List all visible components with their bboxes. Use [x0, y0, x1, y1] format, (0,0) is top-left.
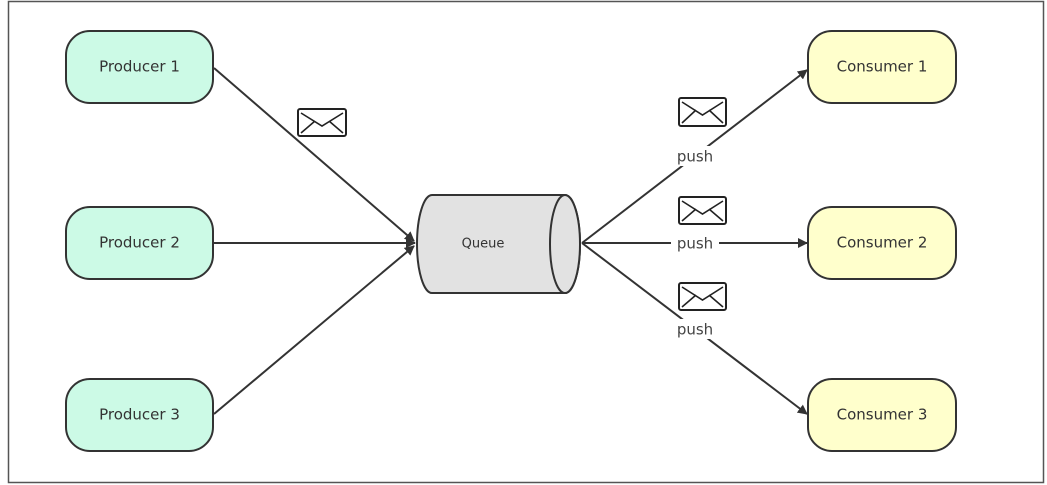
- edge-producer-1-queue: [213, 67, 415, 242]
- edge-producer-3-queue: [213, 245, 415, 415]
- push-label-1: push: [677, 148, 713, 166]
- producer-label-3: Producer 3: [99, 406, 180, 424]
- envelope-icon: [297, 108, 347, 137]
- push-label-2: push: [677, 235, 713, 253]
- consumer-label-1: Consumer 1: [837, 58, 928, 76]
- producer-node-2[interactable]: Producer 2: [65, 206, 214, 280]
- consumer-node-2[interactable]: Consumer 2: [807, 206, 957, 280]
- envelope-icon: [678, 97, 727, 127]
- consumer-node-1[interactable]: Consumer 1: [807, 30, 957, 104]
- producer-label-1: Producer 1: [99, 58, 180, 76]
- consumer-label-3: Consumer 3: [837, 406, 928, 424]
- envelope-icon: [678, 282, 727, 311]
- producer-node-1[interactable]: Producer 1: [65, 30, 214, 104]
- push-label-3: push: [677, 321, 713, 339]
- producer-label-2: Producer 2: [99, 234, 180, 252]
- queue-node[interactable]: Queue: [416, 194, 581, 294]
- edge-label-consumer-3: push: [671, 319, 719, 339]
- consumer-label-2: Consumer 2: [837, 234, 928, 252]
- consumer-node-3[interactable]: Consumer 3: [807, 378, 957, 452]
- edge-label-consumer-1: push: [671, 146, 719, 166]
- queue-label: Queue: [462, 237, 505, 252]
- envelope-icon: [678, 196, 727, 225]
- edge-label-consumer-2: push: [671, 234, 719, 254]
- producer-node-3[interactable]: Producer 3: [65, 378, 214, 452]
